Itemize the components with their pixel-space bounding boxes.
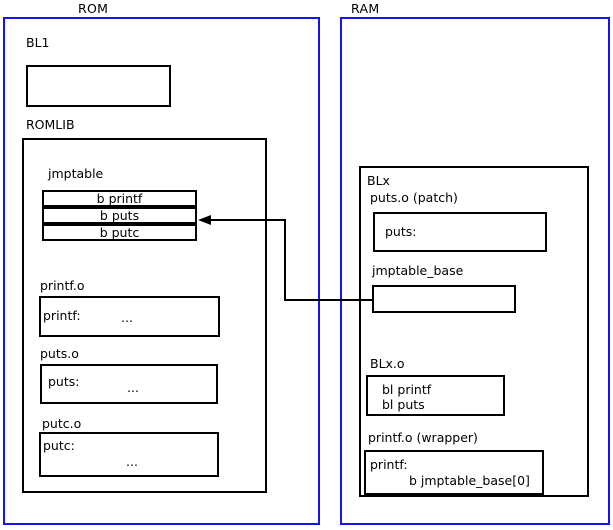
blx-o-line-1: bl printf: [382, 382, 432, 397]
romlib-puts-ellipsis: ...: [127, 380, 139, 395]
puts-patch-box: puts:: [373, 212, 547, 252]
puts-patch-symbol: puts:: [385, 224, 417, 239]
romlib-puts-symbol: puts:: [48, 374, 80, 389]
blx-o-box: bl printf bl puts: [366, 375, 505, 416]
blx-o-label: BLx.o: [370, 356, 405, 371]
romlib-puts-o-box: puts: ...: [40, 364, 218, 404]
romlib-puts-o-label: puts.o: [40, 346, 79, 361]
printf-wrapper-box: printf: b jmptable_base[0]: [364, 450, 544, 495]
jmptable-row-2-text: b putc: [99, 225, 140, 240]
romlib-printf-o-label: printf.o: [40, 278, 85, 293]
jmptable-base-box: [372, 285, 516, 313]
romlib-putc-symbol: putc:: [43, 438, 75, 453]
blx-label: BLx: [367, 173, 390, 188]
jmptable-row-2: b putc: [42, 224, 197, 241]
romlib-label: ROMLIB: [26, 117, 75, 132]
romlib-putc-o-box: putc: ...: [39, 432, 219, 477]
jmptable-row-1: b puts: [42, 207, 197, 224]
rom-region-label: ROM: [78, 1, 109, 16]
jmptable-base-label: jmptable_base: [372, 263, 464, 278]
bl1-label: BL1: [26, 35, 50, 50]
printf-wrapper-symbol: printf:: [370, 457, 408, 472]
jmptable-row-0: b printf: [42, 190, 197, 207]
jmptable-label: jmptable: [48, 166, 104, 181]
blx-o-line-2: bl puts: [382, 397, 425, 412]
jmptable-row-0-text: b printf: [96, 191, 143, 206]
romlib-putc-o-label: putc.o: [42, 416, 82, 431]
jmptable-row-1-text: b puts: [99, 208, 140, 223]
romlib-printf-o-box: printf: ...: [39, 296, 220, 337]
bl1-box: [26, 65, 171, 107]
romlib-putc-ellipsis: ...: [126, 454, 138, 469]
ram-region-label: RAM: [351, 1, 380, 16]
printf-wrapper-branch: b jmptable_base[0]: [409, 473, 530, 488]
puts-patch-label: puts.o (patch): [370, 190, 458, 205]
romlib-printf-symbol: printf:: [43, 308, 81, 323]
printf-wrapper-label: printf.o (wrapper): [368, 430, 478, 445]
romlib-printf-ellipsis: ...: [121, 310, 133, 325]
